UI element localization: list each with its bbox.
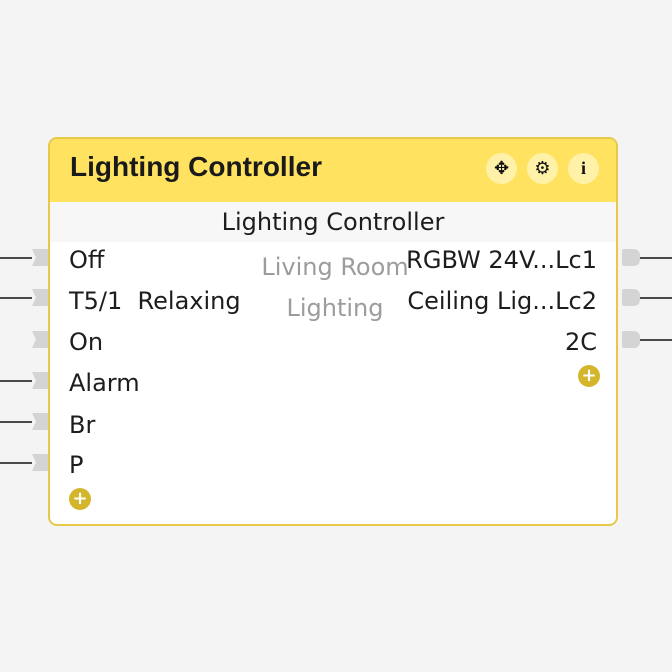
output-wire-ceiling[interactable] <box>640 297 672 299</box>
input-wire-p[interactable] <box>0 462 32 464</box>
location-line-2: Lighting <box>286 294 384 322</box>
lighting-controller-block[interactable]: Lighting Controller ✥ ⚙ i Lighting Contr… <box>48 137 618 526</box>
output-label-rgbw[interactable]: RGBW 24V...Lc1 <box>406 246 597 274</box>
info-icon[interactable]: i <box>568 153 599 184</box>
input-wire-alarm[interactable] <box>0 380 32 382</box>
output-port-ceiling[interactable] <box>622 289 640 306</box>
add-output-button[interactable]: + <box>578 365 600 387</box>
input-label-p[interactable]: P <box>69 451 84 479</box>
input-port-alarm[interactable] <box>32 372 48 389</box>
block-title: Lighting Controller <box>70 151 322 182</box>
input-label-t5-relaxing[interactable]: T5/1 Relaxing <box>69 287 241 315</box>
input-wire-off[interactable] <box>0 257 32 259</box>
input-port-t5[interactable] <box>32 289 48 306</box>
move-icon[interactable]: ✥ <box>486 153 517 184</box>
block-subtitle: Lighting Controller <box>221 208 445 236</box>
settings-icon[interactable]: ⚙ <box>527 153 558 184</box>
input-port-off[interactable] <box>32 249 48 266</box>
input-wire-br[interactable] <box>0 421 32 423</box>
input-port-p[interactable] <box>32 454 48 471</box>
input-label-off[interactable]: Off <box>69 246 105 274</box>
input-wire-t5[interactable] <box>0 297 32 299</box>
output-label-ceiling[interactable]: Ceiling Lig...Lc2 <box>407 287 597 315</box>
location-line-1: Living Room <box>261 253 409 281</box>
subtitle-bar <box>50 202 616 242</box>
input-label-alarm[interactable]: Alarm <box>69 369 140 397</box>
output-wire-rgbw[interactable] <box>640 257 672 259</box>
input-port-on[interactable] <box>32 331 48 348</box>
input-port-br[interactable] <box>32 413 48 430</box>
output-wire-2c[interactable] <box>640 339 672 341</box>
output-label-2c[interactable]: 2C <box>564 328 597 356</box>
block-header[interactable]: Lighting Controller ✥ ⚙ i <box>50 139 616 203</box>
output-port-rgbw[interactable] <box>622 249 640 266</box>
add-input-button[interactable]: + <box>69 488 91 510</box>
input-label-on[interactable]: On <box>69 328 104 356</box>
output-port-2c[interactable] <box>622 331 640 348</box>
input-label-br[interactable]: Br <box>69 411 96 439</box>
